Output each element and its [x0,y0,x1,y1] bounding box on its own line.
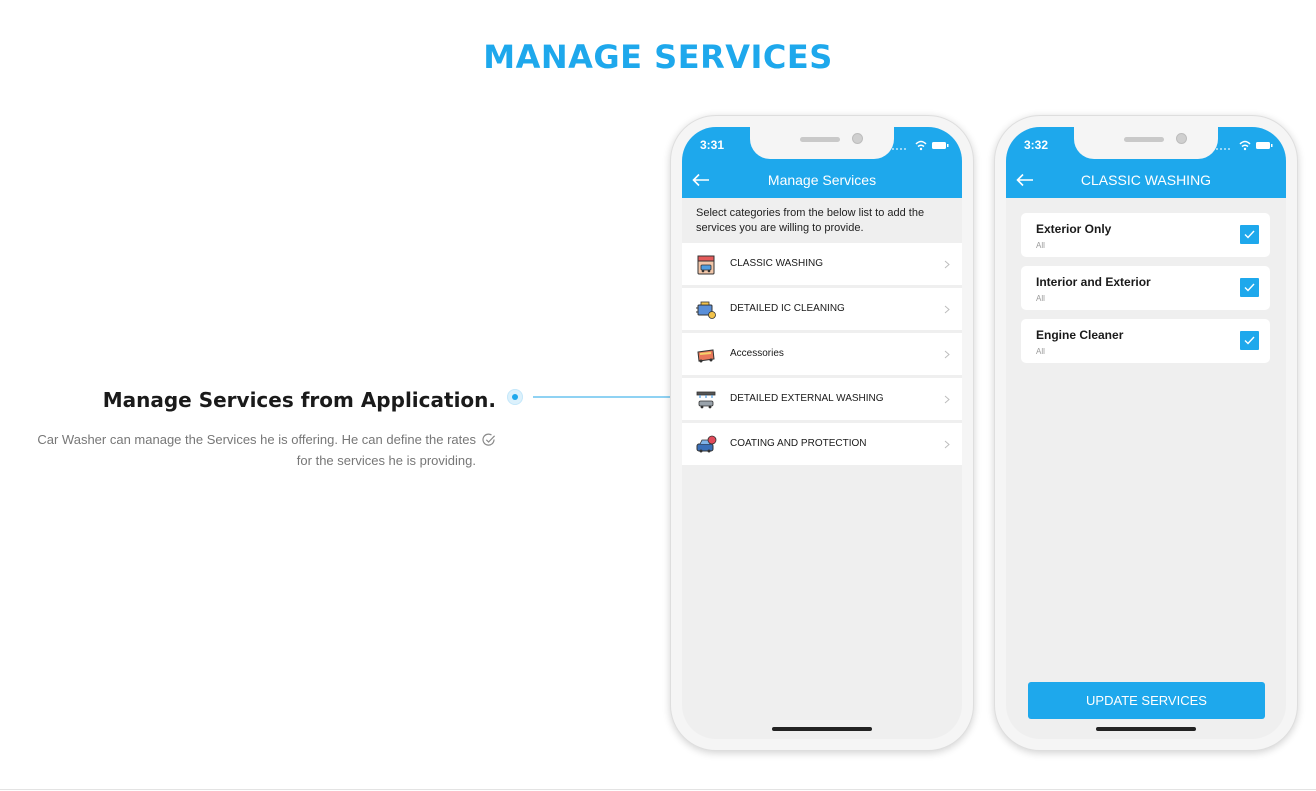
chevron-right-icon [944,305,950,314]
category-item-detailed-external-washing[interactable]: DETAILED EXTERNAL WASHING [682,378,962,420]
check-circle-icon [482,433,496,446]
service-checkbox[interactable] [1240,331,1259,350]
service-item-engine-cleaner[interactable]: Engine Cleaner All [1021,319,1270,363]
checkmark-icon [1244,230,1255,239]
category-item-detailed-ic-cleaning[interactable]: DETAILED IC CLEANING [682,288,962,330]
app-bar-title: Manage Services [767,172,877,188]
status-icons [892,140,949,151]
category-label: DETAILED EXTERNAL WASHING [730,393,884,404]
back-arrow-icon[interactable] [1016,173,1034,187]
phone-notch [1074,127,1218,159]
service-item-exterior-only[interactable]: Exterior Only All [1021,213,1270,257]
phone-screen: 3:32 CLASSIC WASHING Exterior Only All I… [1006,127,1286,739]
update-services-button[interactable]: UPDATE SERVICES [1028,682,1265,719]
chevron-right-icon [944,350,950,359]
page-title: MANAGE SERVICES [483,38,833,76]
status-time: 3:32 [1024,138,1049,152]
chevron-right-icon [944,395,950,404]
service-name: Exterior Only [1036,222,1112,236]
category-item-accessories[interactable]: Accessories [682,333,962,375]
feature-description-line-1: Car Washer can manage the Services he is… [37,432,476,447]
service-checkbox[interactable] [1240,225,1259,244]
app-bar-title: CLASSIC WASHING [1080,172,1212,188]
chevron-right-icon [944,440,950,449]
category-list: CLASSIC WASHING DETAILED IC CLEANING [682,243,962,468]
phone-mockup-manage-services: 3:31 Manage Services Select categories f… [670,115,974,751]
connector-dot [507,389,523,405]
status-icons [1216,140,1273,151]
category-label: DETAILED IC CLEANING [730,303,845,314]
home-indicator [1096,727,1196,731]
category-label: COATING AND PROTECTION [730,438,867,449]
car-seat-icon [697,349,715,363]
car-shield-icon [696,435,717,453]
category-item-coating-and-protection[interactable]: COATING AND PROTECTION [682,423,962,465]
bottom-divider [0,789,1316,790]
service-name: Engine Cleaner [1036,328,1124,342]
category-label: Accessories [730,348,784,359]
category-label: CLASSIC WASHING [730,258,823,269]
app-bar: 3:32 CLASSIC WASHING [1006,127,1286,198]
checkmark-icon [1244,336,1255,345]
feature-description-line-2: for the services he is providing. [296,453,476,468]
front-camera [852,133,863,144]
speaker-grille [800,137,840,142]
service-name: Interior and Exterior [1036,275,1151,289]
connector-line [533,396,673,398]
service-item-interior-and-exterior[interactable]: Interior and Exterior All [1021,266,1270,310]
engine-icon [696,301,716,319]
intro-text: Select categories from the below list to… [696,207,925,234]
wash-station-icon [696,391,716,409]
feature-description: Car Washer can manage the Services he is… [30,429,476,471]
status-time: 3:31 [700,138,725,152]
service-checkbox[interactable] [1240,278,1259,297]
car-wash-icon [697,255,715,275]
phone-notch [750,127,894,159]
phone-mockup-classic-washing: 3:32 CLASSIC WASHING Exterior Only All I… [994,115,1298,751]
home-indicator [772,727,872,731]
service-sub: All [1036,241,1045,250]
service-sub: All [1036,347,1045,356]
chevron-right-icon [944,260,950,269]
speaker-grille [1124,137,1164,142]
phone-screen: 3:31 Manage Services Select categories f… [682,127,962,739]
service-sub: All [1036,294,1045,303]
back-arrow-icon[interactable] [692,173,710,187]
front-camera [1176,133,1187,144]
checkmark-icon [1244,283,1255,292]
category-item-classic-washing[interactable]: CLASSIC WASHING [682,243,962,285]
feature-heading: Manage Services from Application. [102,388,496,412]
